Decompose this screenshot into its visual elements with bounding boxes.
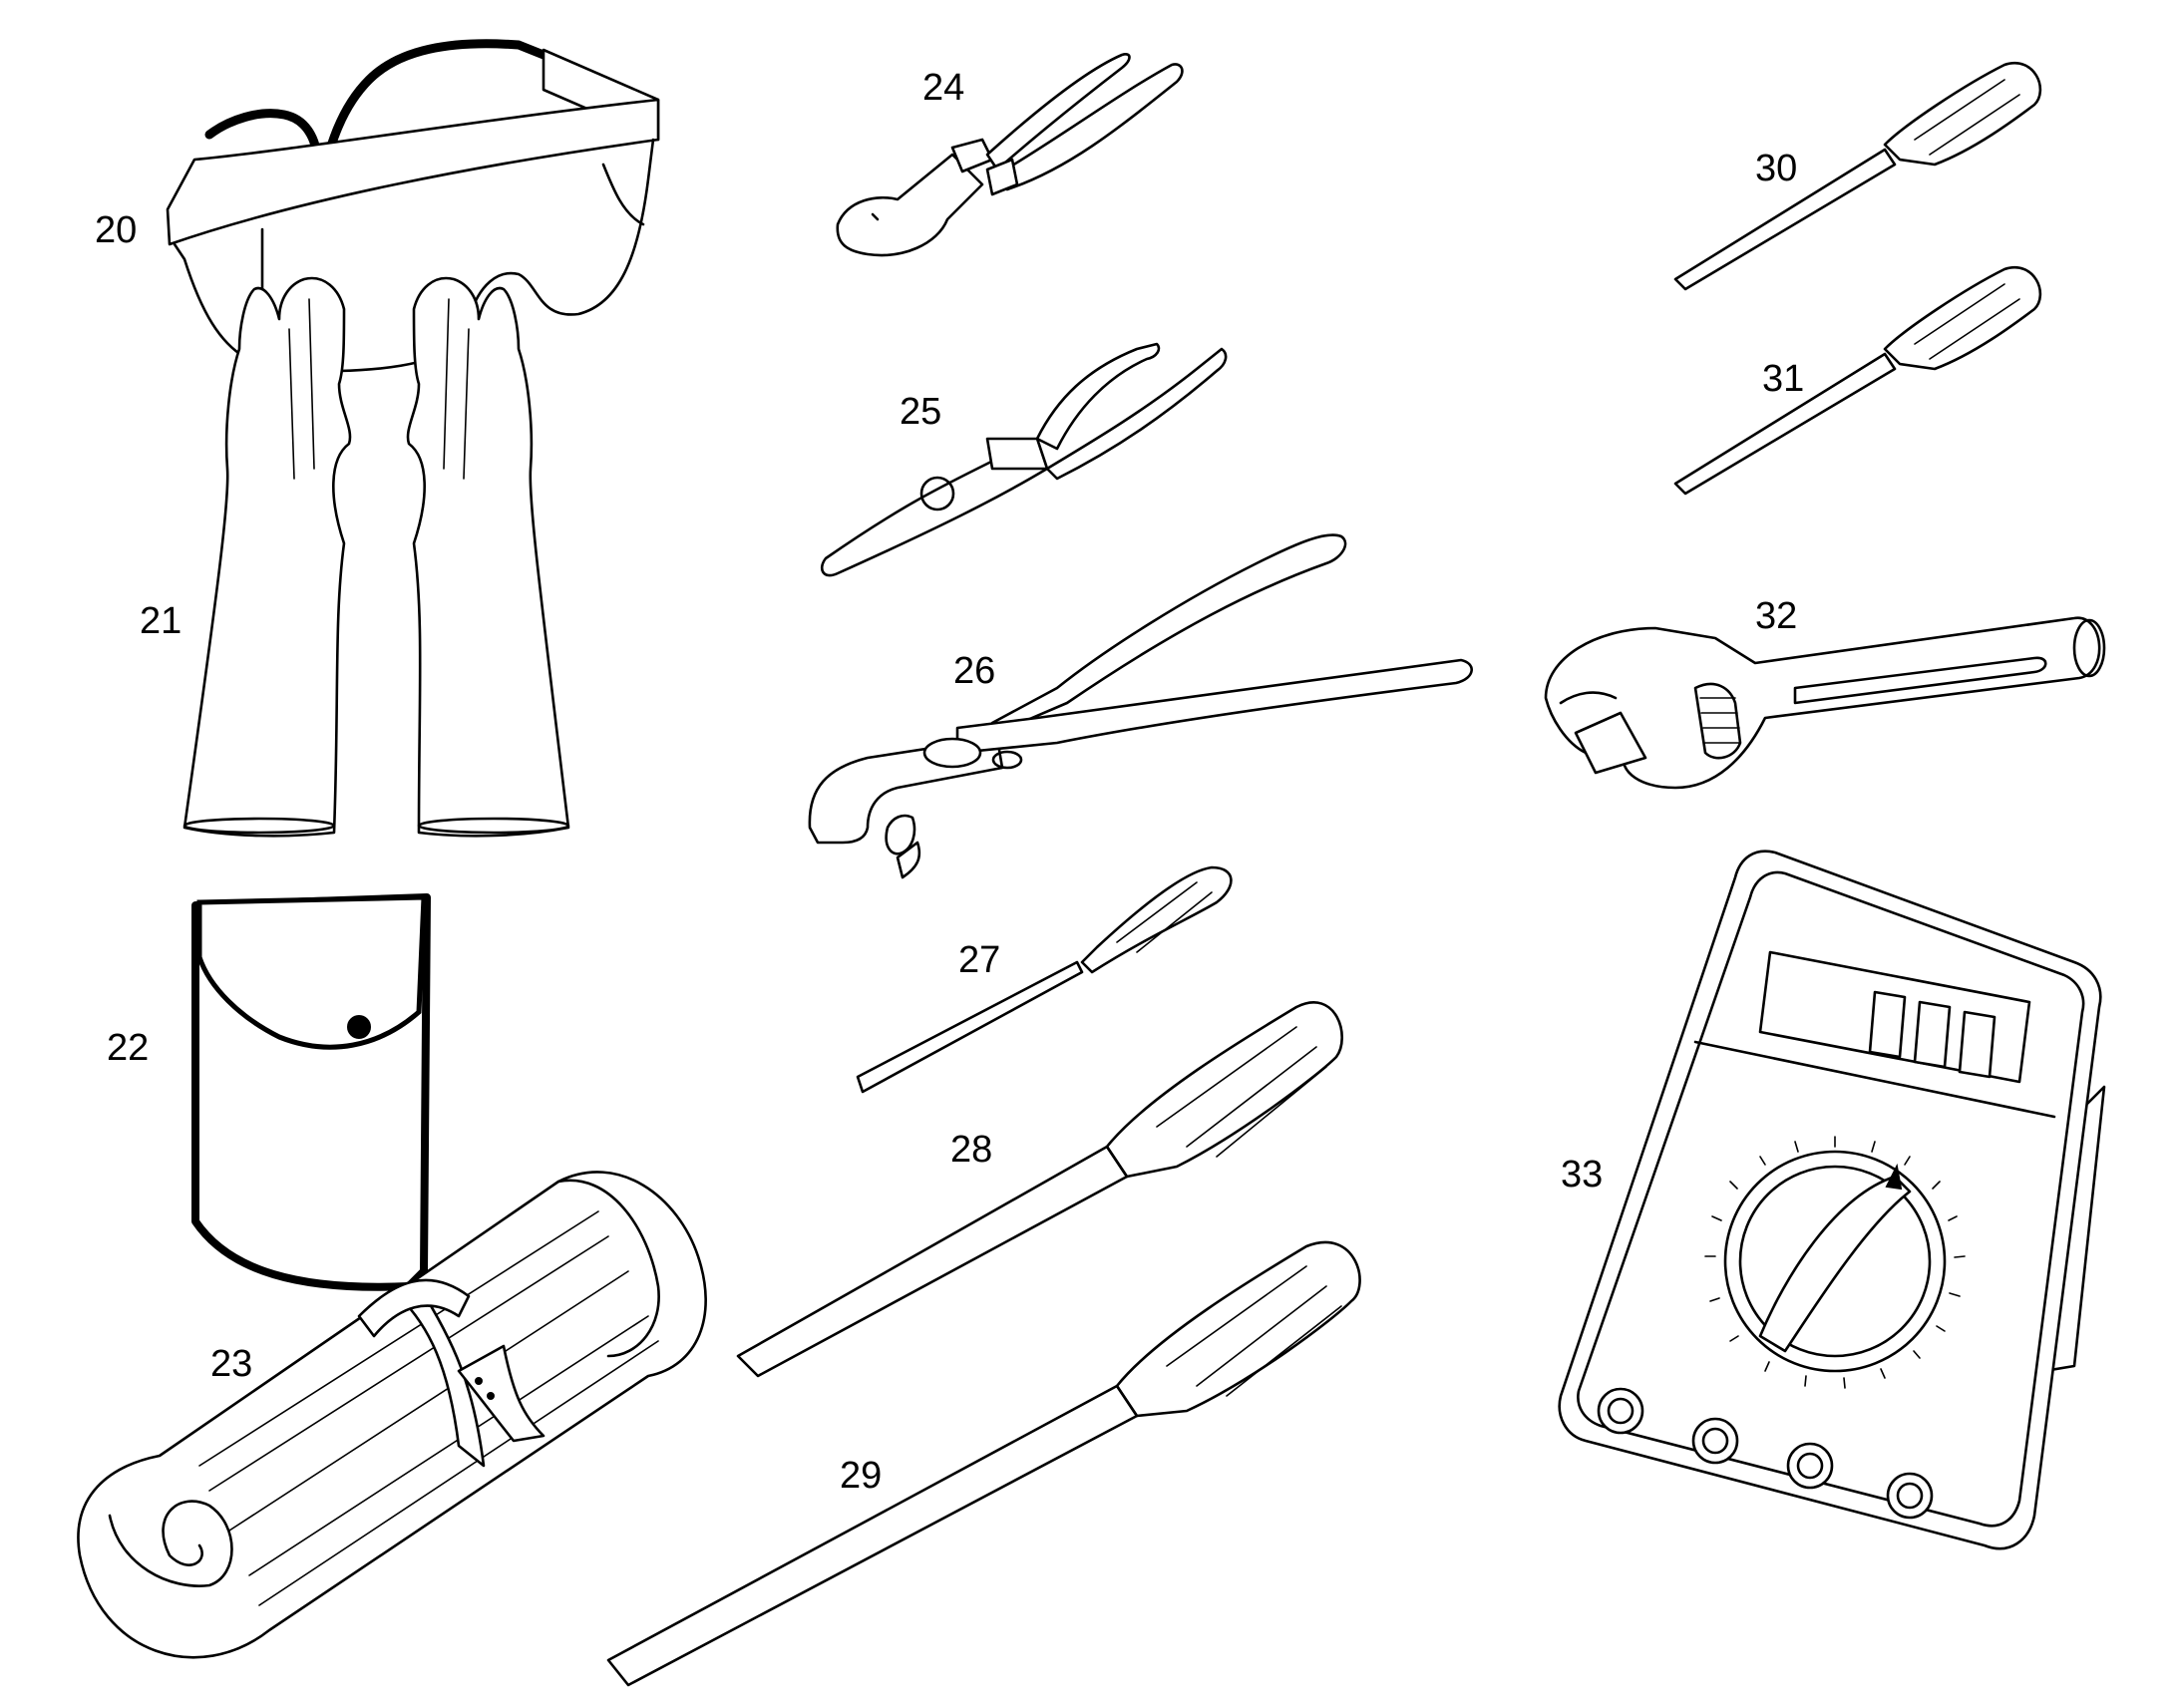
callout-27: 27 <box>958 939 1000 981</box>
callout-28: 28 <box>950 1129 992 1171</box>
callout-21: 21 <box>140 600 182 642</box>
callout-25: 25 <box>900 391 941 433</box>
adjustable-wrench-icon <box>1544 616 2106 790</box>
callout-29: 29 <box>840 1455 882 1497</box>
tool-roll-icon <box>77 1171 707 1659</box>
needle-nose-pliers-icon <box>821 342 1228 577</box>
callout-24: 24 <box>922 67 964 109</box>
medium-screwdriver-icon <box>736 1001 1343 1378</box>
small-screwdriver-icon <box>856 865 1233 1094</box>
callout-26: 26 <box>953 650 995 692</box>
callout-31: 31 <box>1762 358 1804 400</box>
callout-33: 33 <box>1561 1154 1603 1196</box>
glove-pouch-icon <box>191 893 431 1291</box>
callout-23: 23 <box>210 1343 252 1385</box>
precision-screwdriver-icon <box>1673 265 2042 496</box>
slip-joint-pliers-icon <box>808 533 1473 879</box>
diagonal-cutters-icon <box>836 53 1184 257</box>
callout-32: 32 <box>1755 595 1797 637</box>
callout-20: 20 <box>95 209 137 251</box>
precision-screwdriver-icon <box>1673 61 2042 291</box>
callout-22: 22 <box>107 1027 149 1069</box>
insulated-gloves-icon <box>182 276 570 838</box>
multimeter-icon <box>1558 850 2106 1550</box>
large-screwdriver-icon <box>606 1240 1361 1687</box>
callout-30: 30 <box>1755 148 1797 189</box>
